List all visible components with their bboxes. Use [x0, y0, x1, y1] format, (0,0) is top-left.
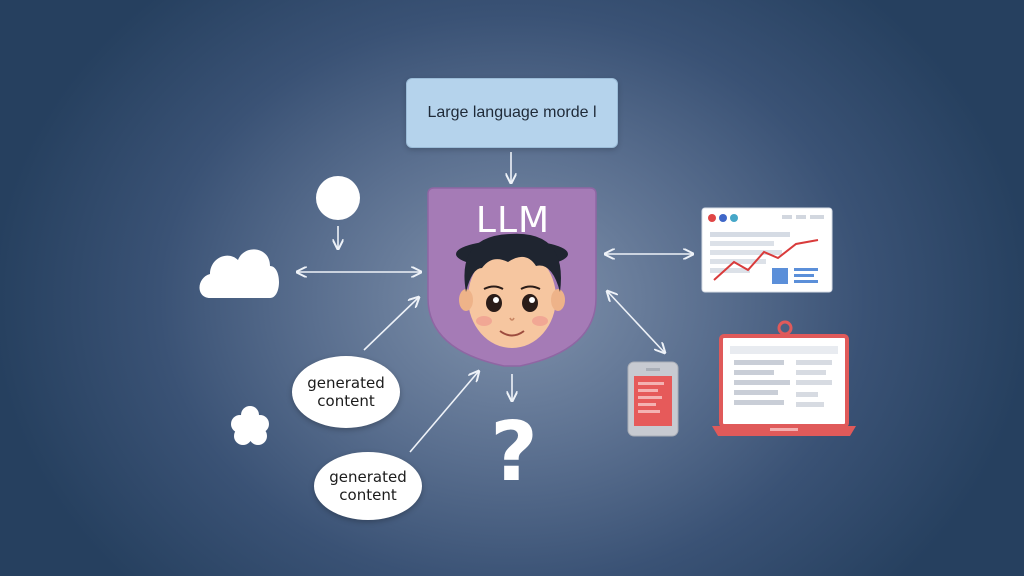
generated-content-bubble-1: generated content	[292, 356, 400, 428]
phone-icon	[627, 361, 679, 437]
person-face-icon	[456, 233, 568, 348]
bubble-1-label: generated content	[307, 374, 385, 410]
top-box-llm: Large language morde l	[406, 78, 618, 148]
arrow-llm-phone	[608, 292, 664, 352]
question-mark: ?	[490, 405, 538, 500]
circle-node-icon	[316, 176, 360, 220]
dashboard-window-icon	[701, 207, 833, 293]
top-box-label: Large language morde l	[427, 104, 597, 121]
cloud-icon	[199, 249, 279, 298]
arrow-bubble1-to-llm	[363, 298, 418, 351]
generated-content-bubble-2: generated content	[314, 452, 422, 520]
connector-arrows	[298, 152, 692, 453]
laptop-icon	[712, 320, 856, 436]
bubble-2-label: generated content	[329, 468, 407, 504]
arrow-bubble2-to-llm	[409, 372, 478, 453]
flower-icon	[231, 406, 269, 445]
llm-center-label: LLM	[475, 200, 551, 241]
